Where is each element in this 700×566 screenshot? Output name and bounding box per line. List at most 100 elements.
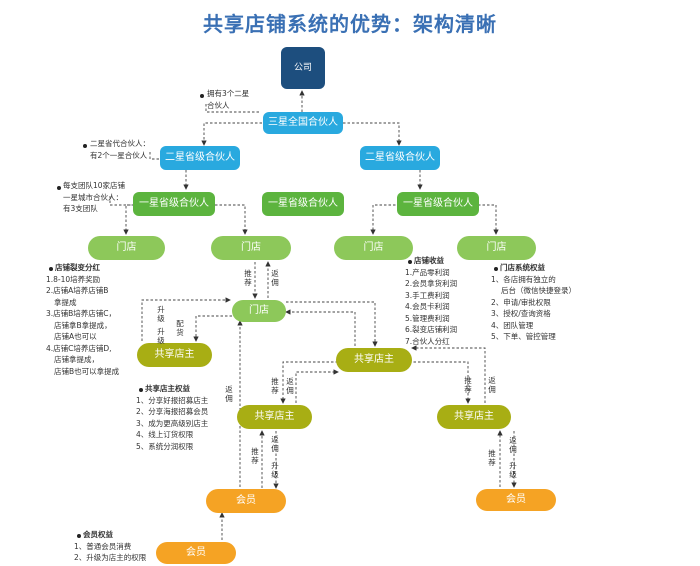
note-line: 店铺拿B拿提成， [54, 320, 112, 330]
note-line: 1、分享好报招募店主 [136, 395, 209, 405]
note-line: 2、升级为店主的权限 [74, 553, 147, 562]
one-star-partner-left-node: 一星省级合伙人 [133, 192, 215, 216]
note-one-star: 每支团队10家店铺 一星城市合伙人： 有3支团队 [63, 180, 125, 215]
one-star-partner-mid-node: 一星省级合伙人 [262, 192, 344, 216]
note-line: 店铺A也可以 [54, 332, 97, 341]
note-line: 4.会员卡利润 [405, 302, 450, 311]
note-heading: 共享店主权益 [145, 384, 190, 393]
note-line: 1.产品零利润 [405, 267, 450, 277]
note-line: 店铺B也可以拿提成 [54, 366, 120, 376]
note-line: 6.裂变店铺利润 [405, 325, 458, 334]
note-line: 后台（微信快捷登录） [501, 286, 576, 295]
edge-owner-mid-right [400, 361, 471, 404]
edge-label-upgrade-4: 升级 [509, 461, 517, 479]
store-node-4: 门店 [457, 236, 536, 260]
note-heading: 门店系统权益 [500, 263, 545, 272]
edge-label-rebate-4: 返佣 [488, 376, 496, 394]
member-center-node: 会员 [206, 489, 286, 513]
edge-one-left-store1 [123, 204, 134, 235]
note-two-star: 二星省代合伙人： 有2个一星合伙人 [90, 138, 150, 161]
note-bullet [49, 267, 53, 271]
store-node-2: 门店 [211, 236, 291, 260]
note-line: 3.手工费利润 [405, 290, 450, 300]
edge-one-right-store3 [370, 204, 400, 235]
note-line: 拿提成 [54, 297, 77, 307]
page-title: 共享店铺系统的优势：架构清晰 [203, 12, 497, 36]
edge-label-rebate-3: 返佣 [286, 377, 294, 395]
note-line: 店铺拿提成， [54, 355, 99, 364]
edge-label-recommend-5: 推荐 [488, 449, 496, 467]
edge-note-two-star [149, 152, 160, 160]
note-line: 3、授权/查询资格 [491, 309, 551, 318]
one-star-partner-right-node: 一星省级合伙人 [397, 192, 479, 216]
note-line: 4、团队管理 [491, 320, 534, 330]
note-store-split: 店铺裂变分红 1.8-10培养奖励 2.店铺A培养店铺B 拿提成 3.店铺B培养… [46, 262, 119, 377]
note-heading: 店铺收益 [414, 256, 444, 265]
note-line: 5.管理费利润 [405, 313, 450, 323]
edge-label-upgrade-1: 升级 [157, 305, 165, 323]
two-star-partner-right-node: 二星省级合伙人 [360, 146, 440, 170]
edge-label-recommend-1: 推荐 [244, 269, 252, 287]
store-node-1: 门店 [88, 236, 165, 260]
edge-label-recommend-2: 推荐 [271, 377, 279, 395]
note-line: 合伙人 [207, 100, 230, 110]
edge-label-upgrade-3: 升级 [271, 461, 279, 479]
edge-label-rebate-2: 返佣 [225, 385, 233, 403]
two-star-partner-left-node: 二星省级合伙人 [160, 146, 240, 170]
edge-note-one-star [109, 196, 132, 206]
edge-owner-mid-center [285, 309, 356, 346]
note-bullet [139, 388, 143, 392]
note-bullet [494, 267, 498, 271]
edge-center-owner-mid [286, 301, 378, 347]
note-line: 7.合伙人分红 [405, 336, 450, 346]
edge-label-distribute: 配货 [176, 319, 184, 337]
note-bullet [200, 94, 204, 98]
note-line: 有2个一星合伙人 [90, 150, 148, 160]
note-store-income: 店铺收益 1.产品零利润 2.会员拿货利润 3.手工费利润 4.会员卡利润 5.… [405, 255, 457, 347]
note-line: 4、线上订货权限 [136, 430, 194, 439]
note-bullet [408, 260, 412, 264]
edge-label-rebate-1: 返佣 [271, 269, 279, 287]
note-line: 4.店铺C培养店铺D, [46, 343, 112, 353]
note-line: 拥有3个二星 [207, 89, 250, 98]
edge-one-right-store4 [478, 204, 499, 235]
note-member-rights: 会员权益 1、普通会员消费 2、升级为店主的权限 [74, 529, 146, 564]
edge-three-star-two-right [343, 122, 402, 146]
member-right-node: 会员 [476, 489, 556, 511]
note-store-system: 门店系统权益 1、各店拥有独立的 后台（微信快捷登录） 2、申请/审批权限 3、… [491, 262, 576, 343]
note-line: 2、申请/审批权限 [491, 297, 551, 307]
note-line: 5、下单、管控管理 [491, 332, 556, 341]
note-line: 2.店铺A培养店铺B [46, 286, 109, 295]
note-bullet [57, 186, 61, 190]
store-node-3: 门店 [334, 236, 413, 260]
note-line: 3.店铺B培养店铺C， [46, 309, 117, 318]
edge-one-left-store2 [215, 204, 248, 235]
edge-label-upgrade-2: 升级 [157, 327, 165, 345]
note-line: 2、分享海报招募会员 [136, 407, 209, 416]
note-bullet [77, 534, 81, 538]
note-line: 1.8-10培养奖励 [46, 274, 101, 284]
store-center-node: 门店 [232, 300, 286, 322]
edge-label-rebate-5: 返佣 [271, 435, 279, 453]
shared-owner-mid-node: 共享店主 [336, 348, 412, 372]
edge-label-rebate-6: 返佣 [509, 436, 517, 454]
three-star-partner-node: 三星全国合伙人 [263, 112, 343, 134]
note-owner-rights: 共享店主权益 1、分享好报招募店主 2、分享海报招募会员 3、成为更高级别店主 … [136, 383, 208, 452]
note-line: 5、系统分润权限 [136, 441, 194, 451]
member-bottom-node: 会员 [156, 542, 236, 564]
note-line: 1、普通会员消费 [74, 541, 132, 551]
shared-owner-lower-node: 共享店主 [237, 405, 312, 429]
note-three-star: 拥有3个二星 合伙人 [207, 88, 249, 111]
shared-owner-left-node: 共享店主 [137, 343, 212, 367]
note-heading: 会员权益 [83, 530, 113, 539]
edge-center-owner-left [193, 315, 232, 342]
shared-owner-right-node: 共享店主 [437, 405, 511, 429]
note-line: 3、成为更高级别店主 [136, 418, 209, 428]
note-line: 每支团队10家店铺 [63, 181, 126, 190]
note-heading: 店铺裂变分红 [55, 263, 100, 272]
edge-three-star-two-left [201, 122, 262, 146]
edge-owner-mid-lower [280, 361, 338, 404]
note-bullet [83, 144, 87, 148]
